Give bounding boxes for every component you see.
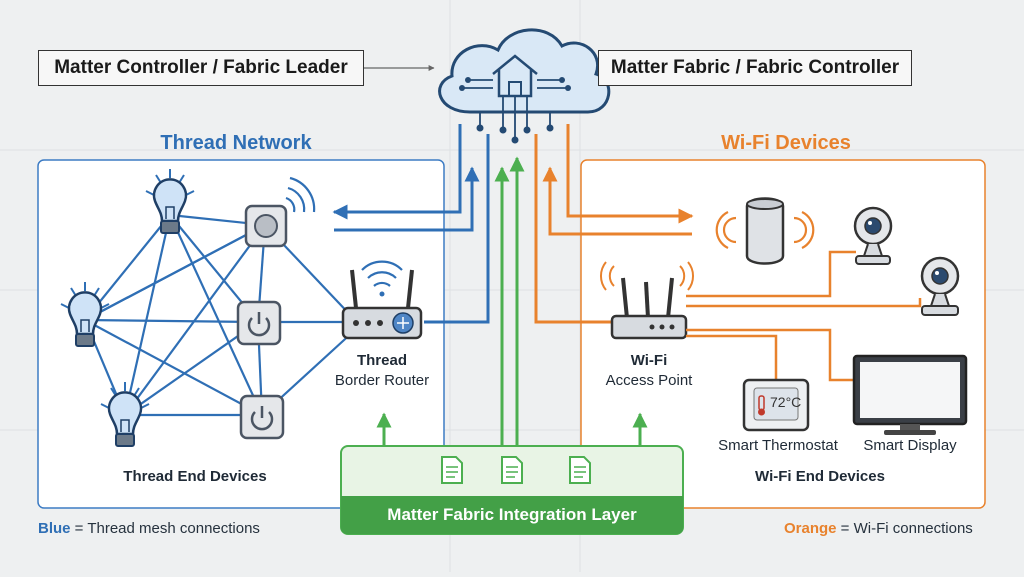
lightbulb-icon bbox=[100, 382, 150, 447]
thread-border-router-icon bbox=[341, 260, 423, 340]
wifi-legend-keyword: Orange bbox=[784, 520, 837, 537]
thread-mesh-lines bbox=[83, 213, 356, 417]
wifi-end-devices-label: Wi-Fi End Devices bbox=[755, 468, 885, 485]
cloud-home-icon bbox=[438, 28, 611, 144]
thread-network-title: Thread Network bbox=[160, 132, 312, 154]
wifi-devices-title: Wi-Fi Devices bbox=[721, 132, 851, 154]
thermostat-reading: 72°C bbox=[770, 394, 802, 410]
thread-end-devices-label: Thread End Devices bbox=[123, 468, 267, 485]
camera-icon bbox=[853, 206, 893, 265]
wifi-cloud-links bbox=[534, 124, 694, 324]
wifi-device-links bbox=[686, 250, 922, 382]
document-icon bbox=[569, 456, 591, 484]
monitor-icon bbox=[852, 354, 968, 435]
camera-icon bbox=[920, 256, 960, 316]
smart-speaker-icon bbox=[715, 197, 815, 265]
document-icon bbox=[441, 456, 463, 484]
lightbulb-icon bbox=[60, 282, 110, 347]
matter-controller-title-box: Matter Controller / Fabric Leader bbox=[38, 50, 364, 86]
matter-controller-title: Matter Controller / Fabric Leader bbox=[54, 57, 348, 78]
matter-fabric-title-box: Matter Fabric / Fabric Controller bbox=[598, 50, 912, 86]
wifi-legend: Orange = Wi-Fi connections bbox=[784, 520, 973, 537]
thermostat-label: Smart Thermostat bbox=[718, 437, 838, 454]
thread-legend-text: = Thread mesh connections bbox=[70, 520, 260, 537]
thermostat-icon bbox=[742, 378, 810, 432]
motion-sensor-icon bbox=[244, 176, 316, 248]
access-point-label-line2: Access Point bbox=[605, 372, 693, 389]
power-switch-icon bbox=[236, 300, 282, 346]
document-icon bbox=[501, 456, 523, 484]
display-label: Smart Display bbox=[863, 437, 957, 454]
integration-layer-label: Matter Fabric Integration Layer bbox=[387, 505, 637, 524]
lightbulb-icon bbox=[145, 169, 195, 234]
thread-cloud-links bbox=[332, 124, 490, 324]
power-switch-icon bbox=[239, 394, 285, 440]
matter-fabric-title: Matter Fabric / Fabric Controller bbox=[610, 57, 900, 78]
border-router-label-line2: Border Router bbox=[334, 372, 430, 389]
integration-layer bbox=[340, 445, 684, 535]
thread-legend: Blue = Thread mesh connections bbox=[38, 520, 260, 537]
border-router-label-line1: Thread bbox=[356, 352, 407, 369]
wifi-legend-text: = Wi-Fi connections bbox=[836, 520, 973, 537]
access-point-label-line1: Wi-Fi bbox=[630, 352, 668, 369]
wifi-access-point-icon bbox=[599, 261, 695, 340]
thread-legend-keyword: Blue bbox=[38, 520, 71, 537]
